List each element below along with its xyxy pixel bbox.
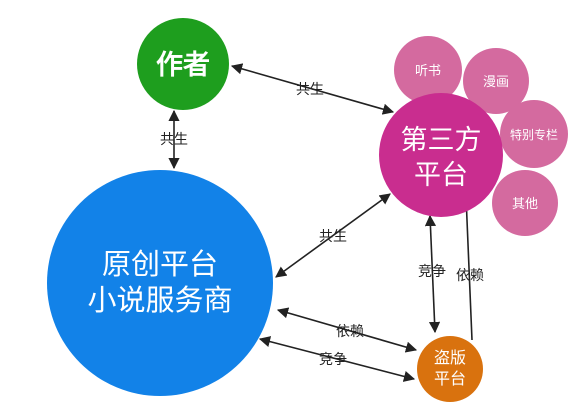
edge-label-third-party-piracy-compete: 竞争: [418, 263, 446, 280]
sub-node-other: [492, 170, 558, 236]
edge-label-author-third-party: 共生: [296, 82, 324, 98]
sub-node-comic-label: 漫画: [483, 75, 509, 90]
sub-node-special: [500, 100, 568, 168]
edge-label-author-platform: 共生: [160, 132, 188, 148]
sub-node-comic: [463, 48, 529, 114]
node-third-party-label-line2: 平台: [414, 160, 468, 191]
node-piracy-platform-label-line1: 盗版: [434, 348, 466, 367]
edge-label-piracy-third-party-depend: 依赖: [456, 268, 484, 284]
edge-piracy-third-party-depend: [460, 194, 473, 341]
node-piracy-platform: [417, 336, 483, 402]
sub-node-special-label: 特别专栏: [510, 127, 558, 142]
node-original-platform-label-line2: 小说服务商: [87, 283, 232, 317]
node-author: [137, 18, 229, 110]
edge-label-piracy-platform-depend: 依赖: [336, 324, 364, 340]
node-piracy-platform-label-line2: 平台: [434, 369, 466, 388]
edge-author-third-party: [230, 63, 395, 115]
edge-platform-piracy-compete: [258, 336, 416, 382]
node-third-party: [379, 93, 503, 217]
edge-label-platform-piracy-compete: 竞争: [319, 351, 347, 368]
sub-node-audio-label: 听书: [415, 64, 441, 79]
sub-node-other-label: 其他: [512, 197, 538, 212]
node-author-label: 作者: [156, 50, 210, 81]
node-original-platform-label-line1: 原创平台: [102, 247, 218, 281]
edge-third-party-piracy-compete: [424, 214, 441, 334]
edge-platform-third-party: [275, 193, 391, 278]
sub-node-audio: [394, 36, 462, 104]
node-original-platform: [47, 170, 273, 396]
edge-label-platform-third-party: 共生: [319, 229, 347, 245]
node-third-party-label-line1: 第三方: [401, 125, 482, 156]
